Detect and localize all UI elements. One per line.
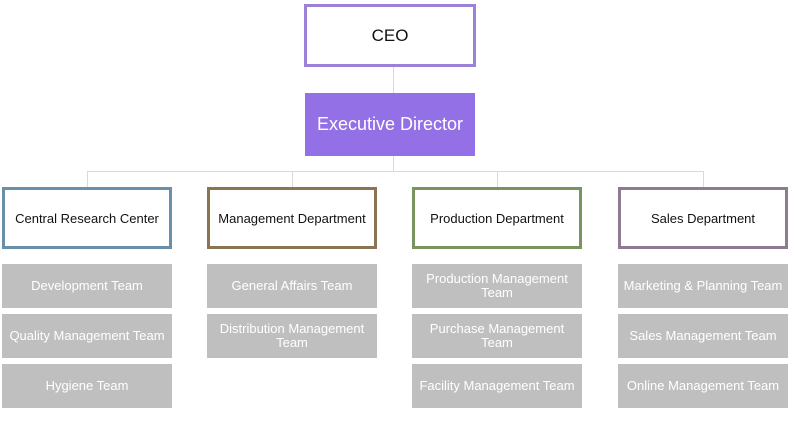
dept-3-connector [497,171,498,187]
department-bus-connector [87,171,704,172]
team-label: Purchase Management Team [429,321,565,350]
team-purchase-management: Purchase Management Team [412,314,582,358]
department-label: Central Research Center [15,210,159,226]
department-production: Production Department [412,187,582,249]
ceo-executive-connector [393,67,394,93]
executive-director-node: Executive Director [305,93,475,156]
department-sales: Sales Department [618,187,788,249]
team-general-affairs: General Affairs Team [207,264,377,308]
department-central-research-center: Central Research Center [2,187,172,249]
department-label: Management Department [218,210,366,226]
department-label: Sales Department [650,210,756,226]
team-label: Production Management Team [426,271,568,300]
team-label: Hygiene Team [45,378,129,393]
team-label: Quality Management Team [9,328,165,343]
dept-4-connector [703,171,704,187]
executive-director-label: Executive Director [316,114,464,134]
team-facility-management: Facility Management Team [412,364,582,408]
team-marketing-planning: Marketing & Planning Team [618,264,788,308]
team-label: General Affairs Team [231,278,353,293]
team-production-management: Production Management Team [412,264,582,308]
team-hygiene: Hygiene Team [2,364,172,408]
team-label: Distribution Management Team [219,321,365,350]
team-label: Marketing & Planning Team [623,278,783,293]
department-management: Management Department [207,187,377,249]
ceo-label: CEO [371,25,409,45]
team-label: Facility Management Team [419,378,575,393]
team-label: Online Management Team [626,378,780,393]
team-sales-management: Sales Management Team [618,314,788,358]
team-online-management: Online Management Team [618,364,788,408]
dept-2-connector [292,171,293,187]
team-development: Development Team [2,264,172,308]
department-label: Production Department [430,210,564,226]
team-label: Development Team [31,278,143,293]
team-distribution-management: Distribution Management Team [207,314,377,358]
dept-1-connector [87,171,88,187]
executive-drop-connector [393,156,394,172]
team-quality-management: Quality Management Team [2,314,172,358]
ceo-node: CEO [304,4,476,67]
team-label: Sales Management Team [629,328,777,343]
